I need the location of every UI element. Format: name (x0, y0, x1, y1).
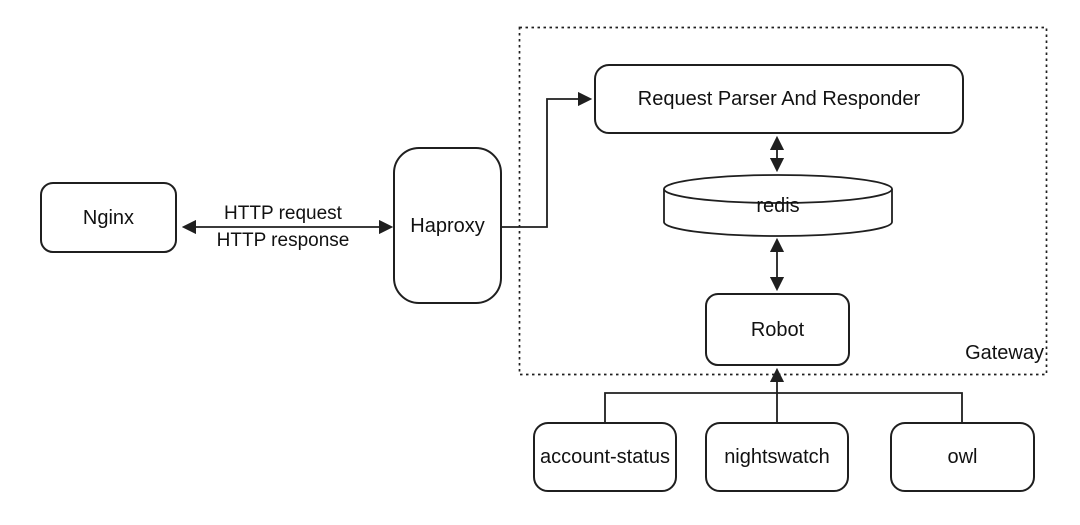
edge-services-junction (604, 392, 963, 422)
node-owl-label: owl (947, 446, 978, 468)
node-request-parser: Request Parser And Responder (594, 64, 964, 134)
node-request-parser-label: Request Parser And Responder (637, 88, 921, 110)
node-owl: owl (890, 422, 1035, 492)
node-haproxy-label: Haproxy (410, 214, 485, 237)
node-nightswatch-label: nightswatch (724, 446, 830, 468)
edge-label-http-response: HTTP response (216, 230, 350, 251)
node-robot-label: Robot (750, 318, 805, 341)
node-nightswatch: nightswatch (705, 422, 849, 492)
gateway-group-label: Gateway (965, 342, 1044, 364)
node-haproxy: Haproxy (393, 147, 502, 304)
node-account-status-label: account-status (539, 446, 671, 468)
node-redis-label: redis (756, 195, 800, 217)
node-nginx-label: Nginx (82, 206, 135, 229)
node-nginx: Nginx (40, 182, 177, 253)
redis-cylinder-top (663, 174, 893, 204)
node-robot: Robot (705, 293, 850, 366)
edge-label-http-request: HTTP request (224, 203, 342, 224)
edge-haproxy-parser (502, 91, 593, 228)
gateway-group-boundary (518, 26, 1048, 376)
node-account-status: account-status (533, 422, 677, 492)
